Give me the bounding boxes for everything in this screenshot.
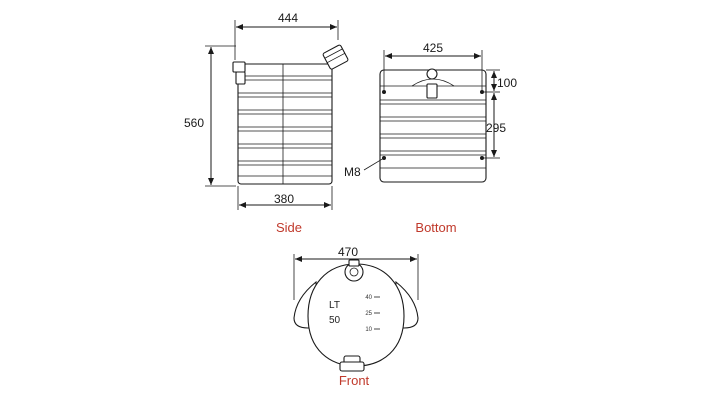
dim-295-label: 295 xyxy=(486,121,506,135)
dim-lower-offset: 295 xyxy=(484,93,506,159)
side-view: 444 560 380 Side xyxy=(184,11,349,235)
caption-side: Side xyxy=(276,220,302,235)
front-capacity-label: 50 xyxy=(329,315,341,326)
scale-mark-40: 40 xyxy=(365,295,372,301)
front-cap xyxy=(344,259,364,282)
dim-front-width: 470 xyxy=(293,245,419,300)
dim-height: 560 xyxy=(184,45,236,187)
dim-upper-offset: 100 xyxy=(484,69,517,93)
dim-100-label: 100 xyxy=(497,76,517,90)
dim-470-label: 470 xyxy=(338,245,358,259)
dim-380-label: 380 xyxy=(274,192,294,206)
scale-mark-10: 10 xyxy=(365,327,372,333)
dim-444-label: 444 xyxy=(278,11,298,25)
side-ribs xyxy=(238,64,332,184)
bottom-ribs xyxy=(380,85,486,169)
caption-front: Front xyxy=(339,373,370,388)
scale-mark-25: 25 xyxy=(365,311,372,317)
dim-425-label: 425 xyxy=(423,41,443,55)
bottom-view: 425 100 295 M8 Bottom xyxy=(344,41,517,235)
dim-560-label: 560 xyxy=(184,116,204,130)
side-tank-body xyxy=(237,63,333,185)
dim-bottom-width: 380 xyxy=(237,186,333,210)
dim-top-width: 444 xyxy=(234,11,339,60)
side-tap xyxy=(232,61,246,85)
front-view: LT 50 40 25 10 470 Front xyxy=(293,245,419,388)
front-tap xyxy=(339,355,365,372)
bottom-fitting xyxy=(411,68,455,99)
mounting-points xyxy=(382,90,484,160)
caption-bottom: Bottom xyxy=(415,220,456,235)
front-lt-label: LT xyxy=(329,300,340,311)
m8-callout: M8 xyxy=(344,157,385,179)
side-cap xyxy=(322,44,349,70)
dim-bottom-view-width: 425 xyxy=(383,41,483,90)
m8-label: M8 xyxy=(344,165,361,179)
scale: 40 25 10 xyxy=(365,295,380,333)
